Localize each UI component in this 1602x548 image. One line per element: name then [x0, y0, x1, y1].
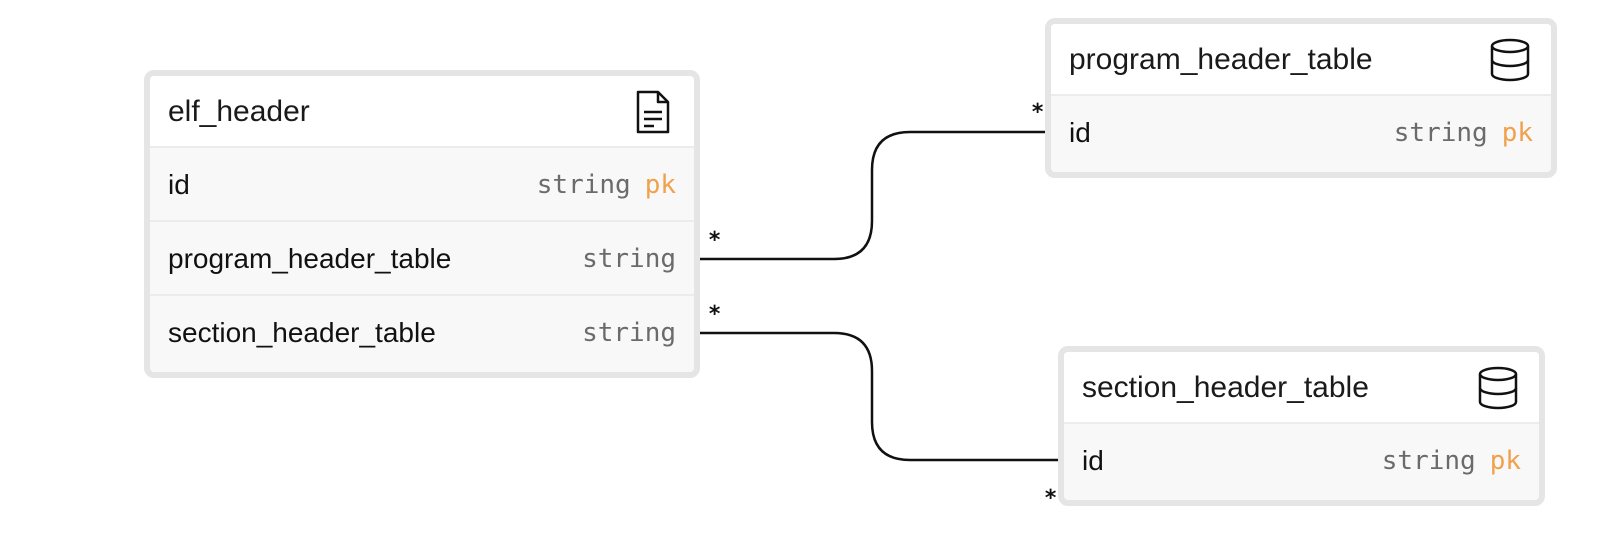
- pk-badge: pk: [1489, 446, 1521, 476]
- cardinality-marker: *: [708, 228, 722, 253]
- entity-title: program_header_table: [1069, 43, 1373, 76]
- cardinality-marker: *: [1044, 486, 1058, 511]
- relation-line-program-header[interactable]: [686, 130, 1059, 261]
- field-row-program-header-table[interactable]: program_header_table string: [150, 222, 694, 296]
- entity-header: elf_header: [150, 76, 694, 148]
- database-icon: [1478, 366, 1518, 410]
- entity-title: section_header_table: [1082, 371, 1369, 404]
- database-icon: [1490, 38, 1530, 82]
- entity-title: elf_header: [168, 95, 310, 128]
- cardinality-marker: *: [1031, 100, 1045, 125]
- relation-line-section-header[interactable]: [686, 331, 1072, 462]
- field-type: string: [582, 318, 676, 348]
- pk-badge: pk: [1501, 118, 1533, 148]
- field-row-section-header-table[interactable]: section_header_table string: [150, 296, 694, 370]
- pk-badge: pk: [644, 170, 676, 200]
- entity-header: program_header_table: [1051, 24, 1551, 96]
- field-name: section_header_table: [168, 317, 436, 348]
- field-name: id: [1082, 445, 1104, 476]
- field-name: id: [168, 169, 190, 200]
- field-name: program_header_table: [168, 243, 452, 274]
- field-type: string: [582, 244, 676, 274]
- cardinality-marker: *: [708, 302, 722, 327]
- entity-header: section_header_table: [1064, 352, 1539, 424]
- field-name: id: [1069, 117, 1091, 148]
- document-icon: [636, 90, 670, 134]
